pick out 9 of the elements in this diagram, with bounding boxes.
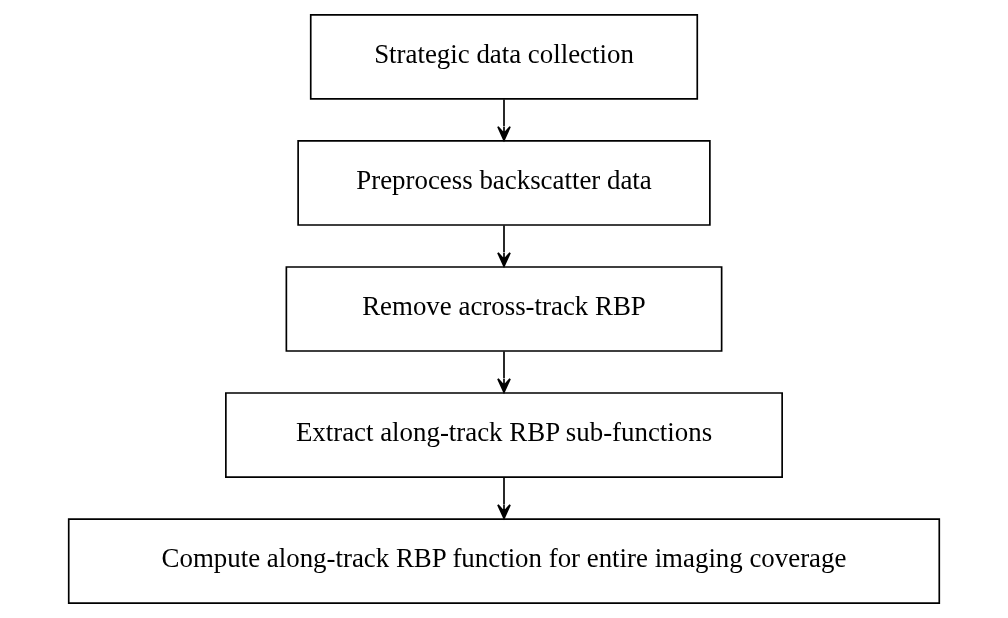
node-box: Preprocess backscatter data (297, 140, 711, 226)
node-box: Extract along-track RBP sub-functions (225, 392, 783, 478)
arrow (497, 350, 511, 394)
arrow (497, 224, 511, 268)
node-box: Compute along-track RBP function for entire imaging coverage (67, 518, 941, 604)
arrow (497, 476, 511, 520)
node-box: Strategic data collection (309, 14, 699, 100)
arrow (497, 98, 511, 141)
node-box: Remove across-track RBP (285, 266, 723, 352)
